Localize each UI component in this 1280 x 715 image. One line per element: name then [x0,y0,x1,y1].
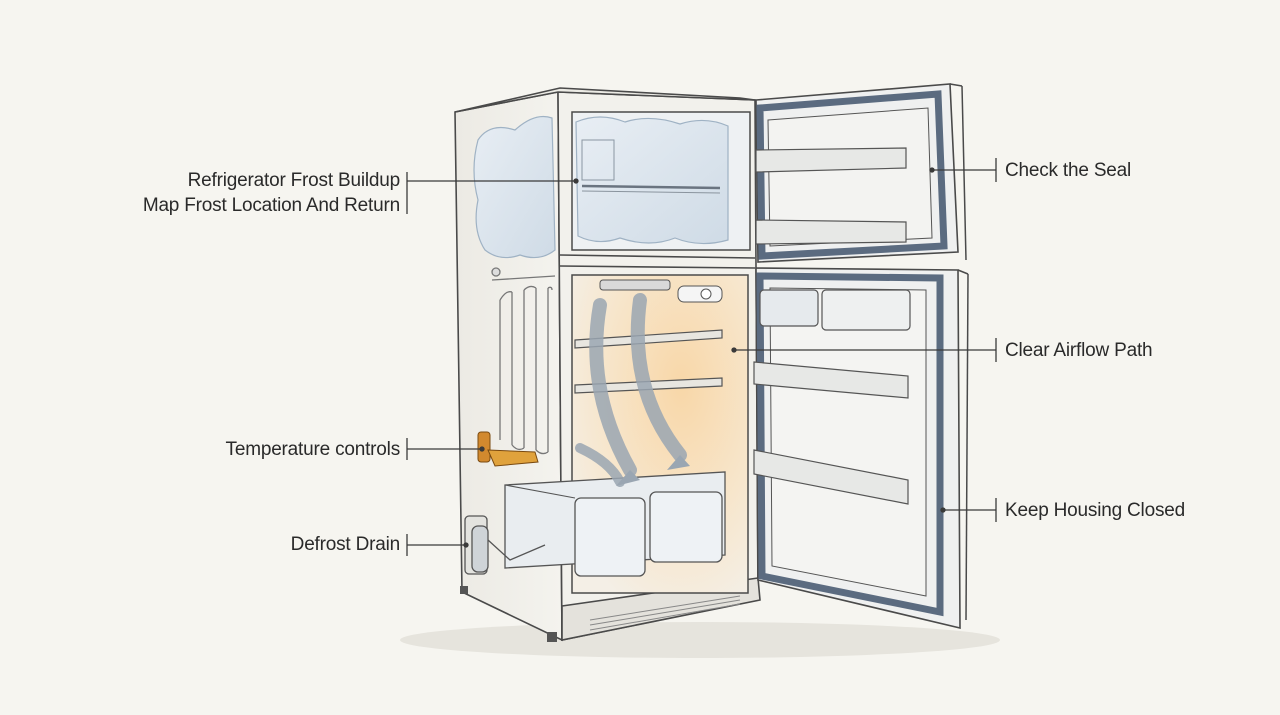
temperature-control-part [477,431,539,467]
callout-keep-housing-closed: Keep Housing Closed [1005,498,1185,523]
callout-airflow-path: Clear Airflow Path [1005,338,1153,363]
fresh-food-door [753,267,969,630]
callout-frost-buildup-line2: Map Frost Location And Return [142,195,400,216]
callout-frost-buildup: Refrigerator Frost Buildup Map Frost Loc… [143,168,400,218]
callout-check-seal-text: Check the Seal [1005,160,1132,181]
callout-defrost-drain-text: Defrost Drain [290,534,401,555]
callout-leaders [406,158,997,556]
freezer-door [755,83,967,263]
callout-keep-housing-closed-text: Keep Housing Closed [1005,500,1185,521]
airflow-arrows [575,293,690,487]
callout-temperature-controls: Temperature controls [225,437,401,462]
condenser-coils [491,267,556,455]
callout-check-seal: Check the Seal [1005,158,1131,183]
defrost-drain-part [464,515,546,575]
callout-frost-buildup-line1: Refrigerator Frost Buildup [187,170,401,191]
freezer-compartment [571,111,751,251]
callout-defrost-drain: Defrost Drain [290,532,401,557]
side-frost [473,115,556,259]
floor-shadow [400,622,1000,658]
callout-airflow-path-text: Clear Airflow Path [1005,340,1153,361]
callout-temperature-controls-text: Temperature controls [225,439,401,460]
